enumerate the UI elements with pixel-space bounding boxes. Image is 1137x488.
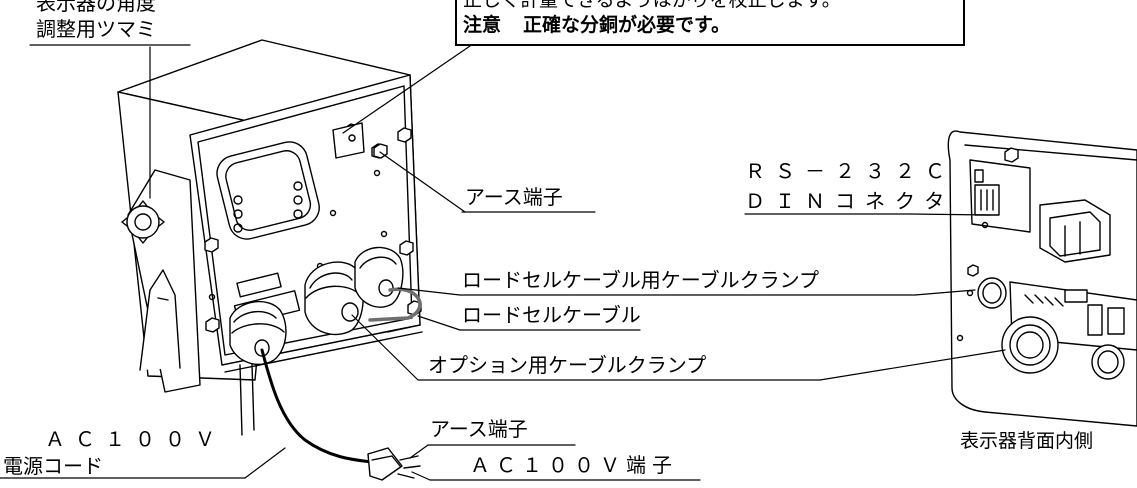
plug-earth-terminal-label: アース端子 <box>430 417 528 441</box>
calibration-switch <box>348 134 356 142</box>
leader-lines <box>0 44 1006 481</box>
power-plug <box>367 447 421 481</box>
ac100v-label: ＡＣ１００Ｖ <box>45 427 225 451</box>
stand-pole <box>239 364 243 436</box>
option-cable-clamp-label: オプション用ケーブルクランプ <box>428 353 707 377</box>
loadcell-cable-clamp-label: ロードセルケーブル用ケーブルクランプ <box>462 268 819 292</box>
power-cord-label: 電源コード <box>3 454 103 478</box>
ac100v-terminal-label: ＡＣ１００Ｖ端子 <box>470 453 678 477</box>
earth-terminal-label: アース端子 <box>465 185 563 209</box>
power-cable-clamp <box>229 300 287 365</box>
notice-attention: 注意 <box>463 14 502 36</box>
calibration-cover <box>332 122 365 159</box>
option-cable-clamp <box>304 261 364 336</box>
rs232c-label: ＲＳ－２３２Ｃ <box>745 159 955 183</box>
power-cord <box>260 348 374 464</box>
loadcell-cable <box>368 287 422 322</box>
din-connector-label: ＤＩＮコネクタ <box>745 189 955 213</box>
transformer <box>1039 199 1111 263</box>
notice-text: 正確な分銅が必要です。 <box>523 14 731 36</box>
knob-label-line2: 調整用ツマミ <box>36 17 156 41</box>
knob-label-line1: 表示器の角度 <box>36 0 156 15</box>
rear-inside-panel <box>947 130 1137 427</box>
loadcell-cable-label: ロードセルケーブル <box>462 303 641 327</box>
display-window <box>216 141 320 240</box>
angle-adjust-knob <box>121 200 165 244</box>
notice-line2: 注意正確な分銅が必要です。 <box>463 13 963 38</box>
calibration-notice: 正しく計量できるようはかりを校正します。 注意正確な分銅が必要です。 <box>455 0 965 46</box>
inside-cable-gland-small <box>977 277 1007 309</box>
inside-cable-gland-lower <box>1091 344 1125 380</box>
panel-plate <box>236 272 282 298</box>
loadcell-cable-clamp <box>354 246 404 308</box>
notice-line1: 正しく計量できるようはかりを校正します。 <box>463 0 841 11</box>
rear-inside-label: 表示器背面内側 <box>960 430 1094 452</box>
inside-cable-gland-large <box>1001 316 1059 374</box>
